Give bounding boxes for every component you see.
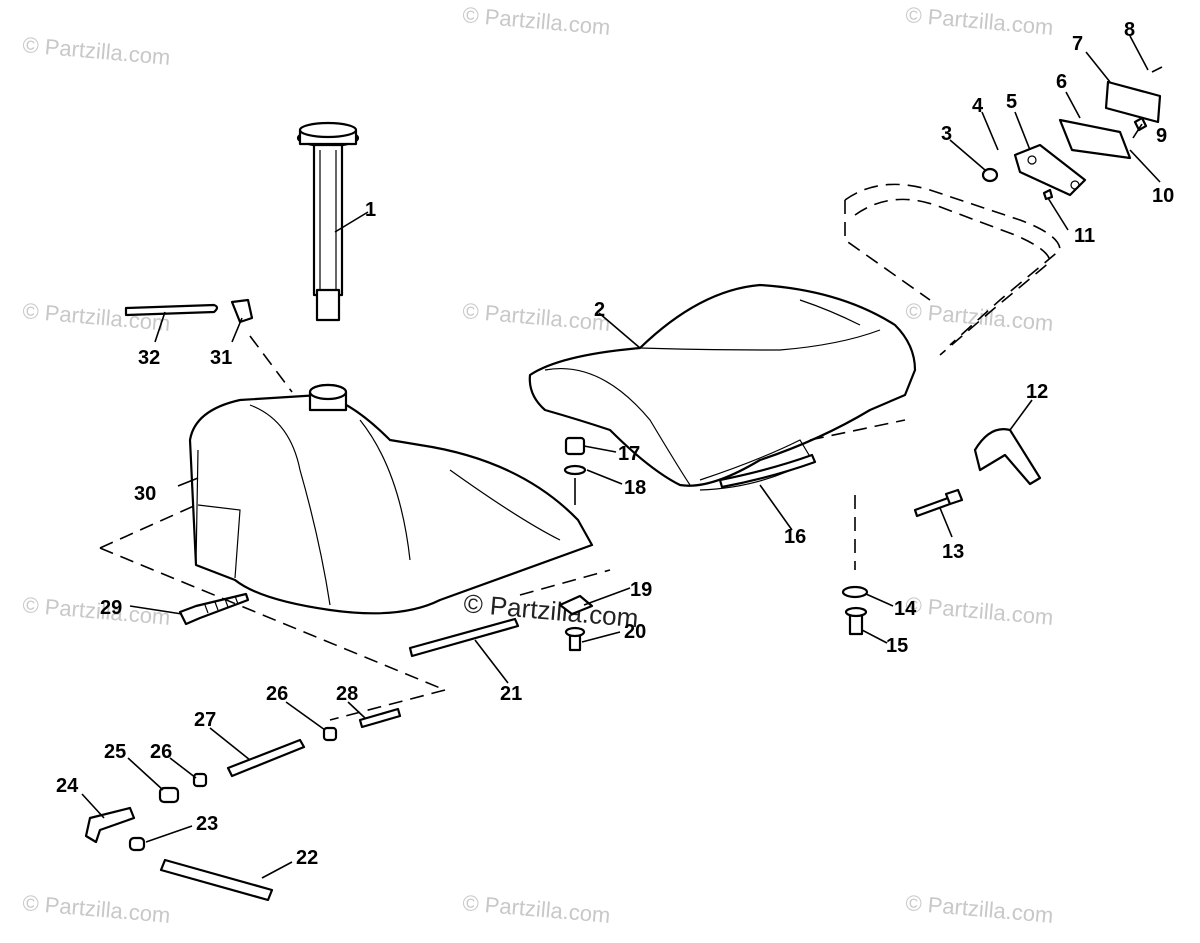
seat-part	[528, 283, 917, 491]
callout-28: 28	[336, 683, 358, 705]
callout-21: 21	[500, 683, 522, 705]
watermark: © Partzilla.com	[22, 32, 172, 70]
watermark: © Partzilla.com	[22, 890, 172, 928]
elbow-fitting-part	[230, 298, 254, 324]
callout-12: 12	[1026, 381, 1048, 403]
callout-15: 15	[886, 635, 908, 657]
clamp-part	[973, 428, 1042, 486]
callout-19: 19	[630, 579, 652, 601]
callout-1: 1	[365, 199, 376, 221]
callout-32: 32	[138, 347, 160, 369]
fuel-sender-part	[296, 121, 360, 322]
watermark: © Partzilla.com	[905, 2, 1055, 40]
callout-13: 13	[942, 541, 964, 563]
rivet-part	[913, 488, 964, 518]
callout-24: 24	[56, 775, 79, 797]
watermark: © Partzilla.com	[462, 2, 612, 40]
watermark: © Partzilla.com	[905, 298, 1055, 336]
washer-bolt-part	[841, 495, 869, 636]
callout-17: 17	[618, 443, 640, 465]
callout-16: 16	[784, 526, 806, 548]
callout-4: 4	[972, 95, 984, 117]
watermark: © Partzilla.com	[22, 298, 172, 336]
watermark: © Partzilla.com	[462, 890, 612, 928]
callout-27: 27	[194, 709, 216, 731]
strip-part	[408, 617, 520, 658]
leader-lines	[81, 35, 1161, 879]
callout-5: 5	[1006, 91, 1017, 113]
callout-20: 20	[624, 621, 646, 643]
rack-frame-part	[844, 183, 1061, 356]
lower-left-parts	[84, 707, 402, 902]
taillight-bracket-part	[981, 66, 1163, 201]
watermark: © Partzilla.com	[22, 592, 172, 630]
callout-18: 18	[624, 477, 646, 499]
callout-22: 22	[296, 847, 318, 869]
callout-25: 25	[104, 741, 126, 763]
callout-30: 30	[134, 483, 156, 505]
callout-2: 2	[594, 299, 605, 321]
callout-26a: 26	[150, 741, 172, 763]
callout-9: 9	[1156, 125, 1167, 147]
callout-10: 10	[1152, 185, 1174, 207]
watermark: © Partzilla.com	[905, 890, 1055, 928]
watermark: © Partzilla.com	[905, 592, 1055, 630]
callout-31: 31	[210, 347, 232, 369]
callout-29: 29	[100, 597, 122, 619]
callout-3: 3	[941, 123, 952, 145]
fuel-tank-part	[188, 383, 594, 615]
watermark: © Partzilla.com	[462, 298, 612, 336]
plate-bolt-part	[558, 594, 594, 652]
seat-base-part	[718, 453, 817, 489]
nut-washer-part	[563, 436, 587, 505]
fuel-filter-part	[178, 592, 250, 626]
tank-outline-dashed	[99, 335, 906, 721]
callout-14: 14	[894, 598, 917, 620]
callout-labels: 1 2 3 4 5 6 7 8 9 10 11 12 13 14 15 16 1…	[56, 19, 1174, 869]
callout-23: 23	[196, 813, 218, 835]
callout-6: 6	[1056, 71, 1067, 93]
callout-8: 8	[1124, 19, 1135, 41]
rod-part	[124, 303, 219, 317]
callout-11: 11	[1074, 225, 1095, 247]
callout-7: 7	[1072, 33, 1083, 55]
callout-26b: 26	[266, 683, 288, 705]
